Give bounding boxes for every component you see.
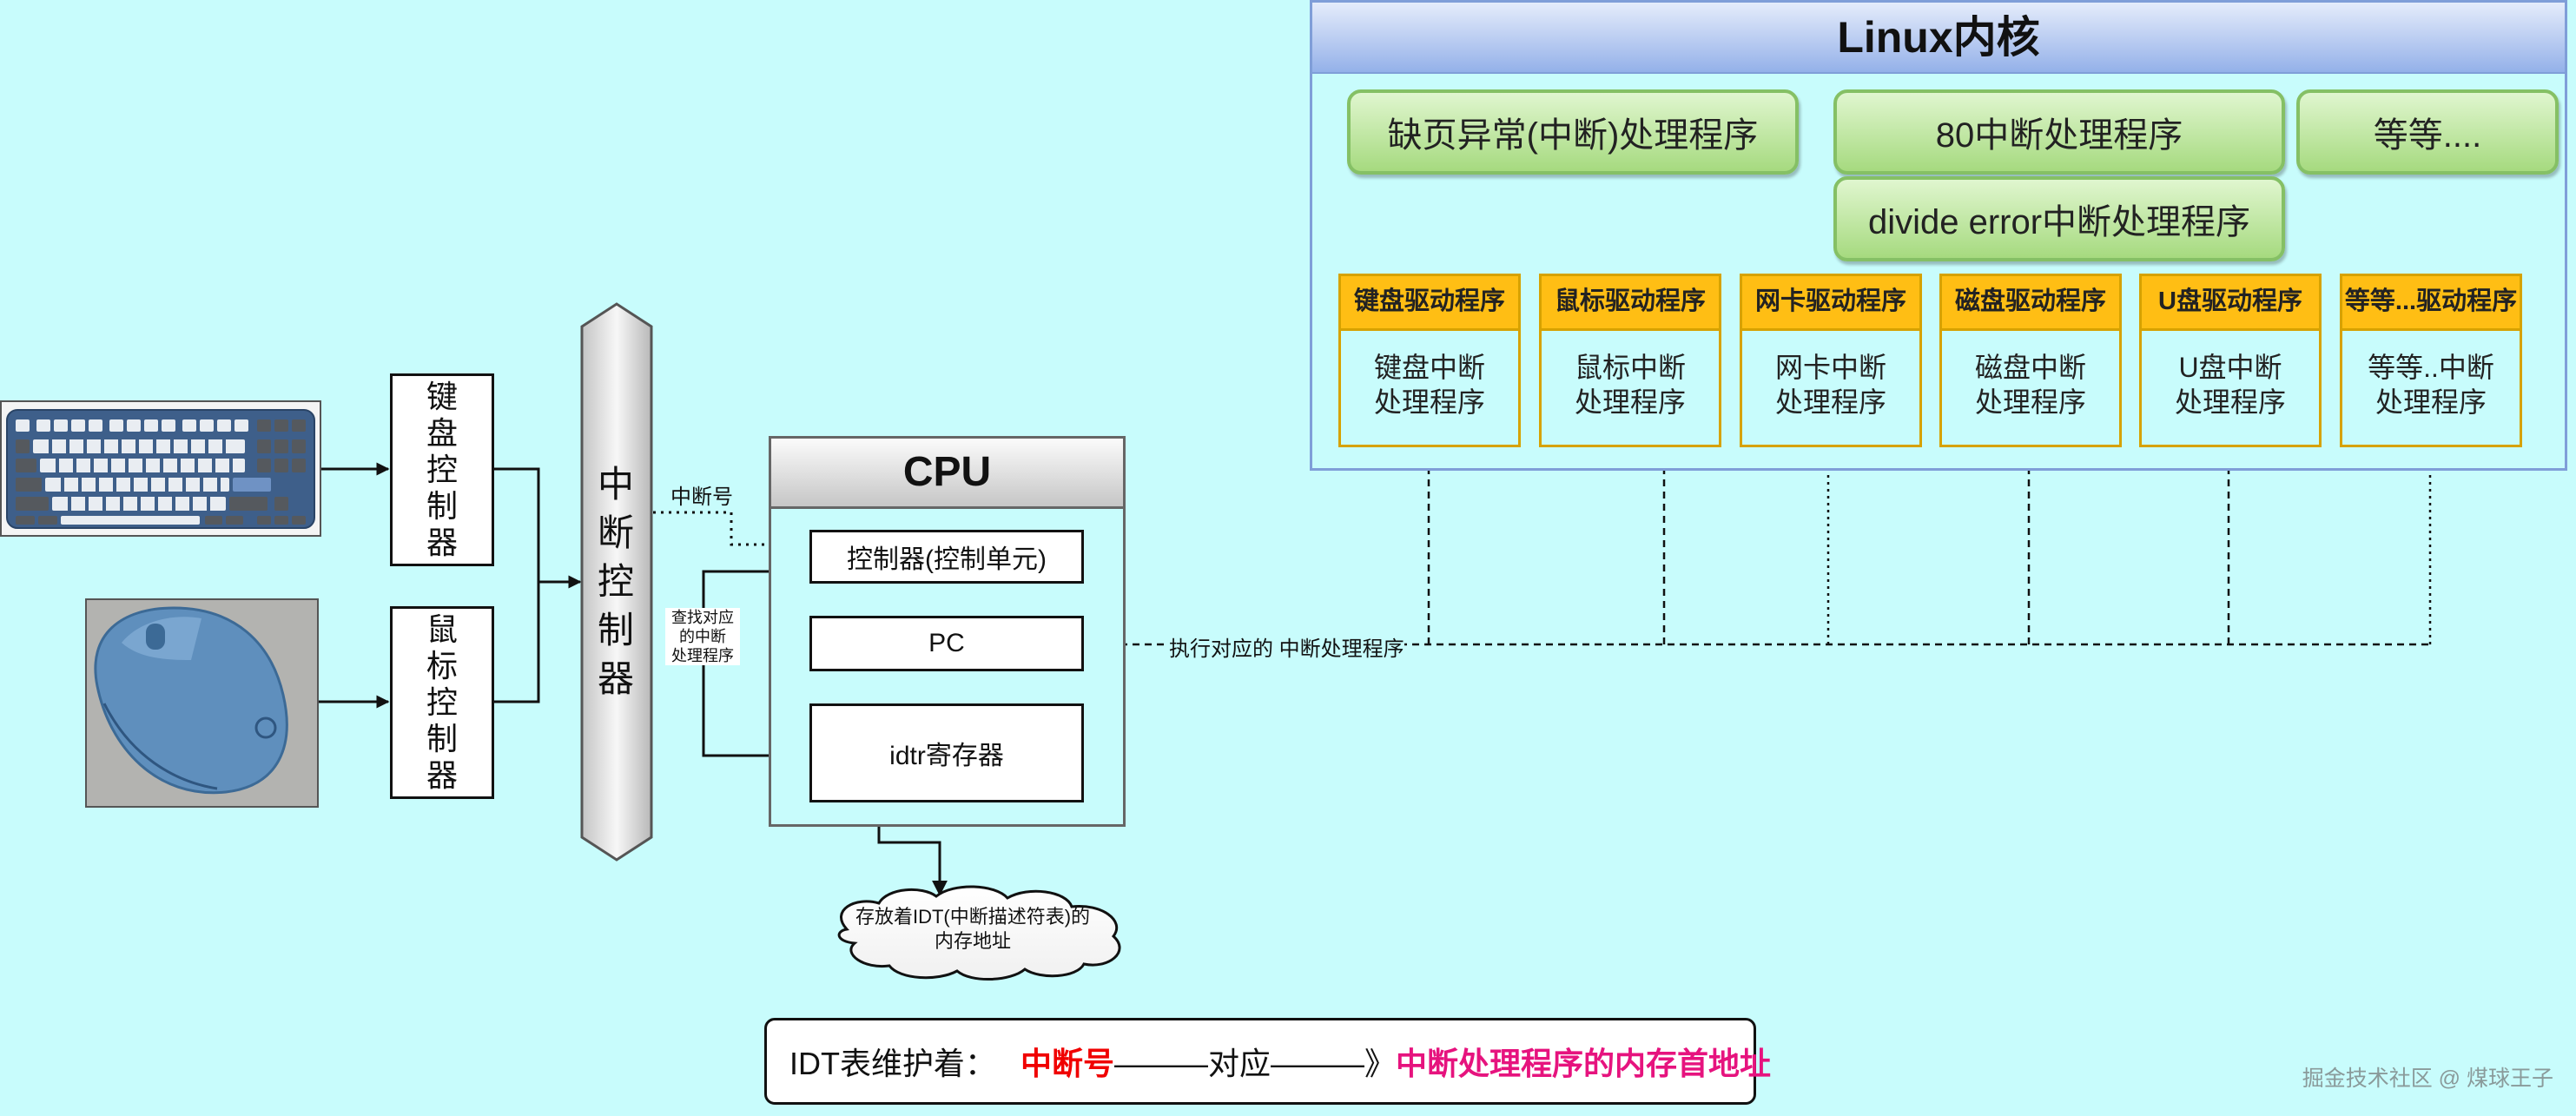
cpu-title: CPU xyxy=(771,439,1123,509)
etc-driver[interactable]: 等等...驱动程序 等等..中断 处理程序 xyxy=(2340,274,2522,447)
find-handler-line-3: 处理程序 xyxy=(671,647,734,664)
interrupt-number-label: 中断号 xyxy=(670,479,733,510)
find-handler-line-2: 的中断 xyxy=(679,628,726,645)
keyboard-controller-char: 控 xyxy=(426,452,458,487)
driver-handler-line-2: 处理程序 xyxy=(2375,386,2487,418)
driver-handler: 网卡中断 处理程序 xyxy=(1742,331,1919,419)
control-unit[interactable]: 控制器(控制单元) xyxy=(809,530,1084,584)
driver-handler-line-2: 处理程序 xyxy=(1974,386,2086,418)
keyboard-controller-char: 制 xyxy=(426,488,458,524)
idt-prefix: IDT表维护着： xyxy=(789,1046,996,1081)
interrupt-controller-char: 中 xyxy=(597,464,634,505)
interrupt-controller-label: 中 断 控 制 器 xyxy=(584,304,648,860)
execute-handler-label: 执行对应的 中断处理程序 xyxy=(1169,631,1404,662)
interrupt-controller-char: 控 xyxy=(597,561,634,602)
idt-handler-address: 中断处理程序的内存首地址 xyxy=(1396,1046,1772,1081)
divide-error-handler[interactable]: divide error中断处理程序 xyxy=(1833,176,2285,261)
interrupt-controller-char: 制 xyxy=(597,610,634,650)
idt-arrow-text: ———对应———》 xyxy=(1114,1046,1397,1081)
find-handler-note: 查找对应 的中断 处理程序 xyxy=(665,608,740,665)
cloud-line-2: 内存地址 xyxy=(934,930,1011,952)
interrupt-controller-char: 断 xyxy=(597,512,634,553)
driver-name: 鼠标驱动程序 xyxy=(1542,276,1719,331)
driver-name: 磁盘驱动程序 xyxy=(1942,276,2119,331)
mouse-photo-frame xyxy=(85,598,319,808)
driver-handler-line-1: U盘中断 xyxy=(2178,352,2282,383)
driver-handler: 磁盘中断 处理程序 xyxy=(1942,331,2119,419)
driver-handler-line-2: 处理程序 xyxy=(2174,386,2286,418)
driver-handler-line-2: 处理程序 xyxy=(1774,386,1886,418)
int80-handler[interactable]: 80中断处理程序 xyxy=(1833,89,2285,175)
keyboard-controller-char: 盘 xyxy=(426,415,458,451)
keyboard-photo-frame xyxy=(0,400,321,537)
etc-handler[interactable]: 等等.... xyxy=(2296,89,2559,175)
driver-handler-line-1: 网卡中断 xyxy=(1774,352,1886,383)
driver-name: 键盘驱动程序 xyxy=(1341,276,1518,331)
keyboard-driver[interactable]: 键盘驱动程序 键盘中断 处理程序 xyxy=(1338,274,1521,447)
mouse-driver[interactable]: 鼠标驱动程序 鼠标中断 处理程序 xyxy=(1539,274,1721,447)
pc-register[interactable]: PC xyxy=(809,616,1084,671)
mouse-controller-char: 控 xyxy=(426,684,458,720)
mouse-controller-char: 标 xyxy=(426,648,458,683)
driver-handler-line-1: 等等..中断 xyxy=(2368,352,2494,383)
keyboard-ctl-to-int-wire xyxy=(494,467,540,582)
driver-handler: 鼠标中断 处理程序 xyxy=(1542,331,1719,419)
usb-driver[interactable]: U盘驱动程序 U盘中断 处理程序 xyxy=(2139,274,2322,447)
mouse-controller[interactable]: 鼠 标 控 制 器 xyxy=(390,606,494,799)
idt-interrupt-number: 中断号 xyxy=(1020,1046,1115,1081)
keyboard-controller-char: 键 xyxy=(426,379,458,414)
cloud-line-1: 存放着IDT(中断描述符表)的 xyxy=(855,906,1091,928)
driver-name: 等等...驱动程序 xyxy=(2342,276,2520,331)
keyboard-controller[interactable]: 键 盘 控 制 器 xyxy=(390,373,494,566)
driver-handler: U盘中断 处理程序 xyxy=(2142,331,2319,419)
execute-handler-lines xyxy=(1084,447,2436,646)
driver-handler-line-1: 鼠标中断 xyxy=(1574,352,1686,383)
idt-address-cloud-text: 存放着IDT(中断描述符表)的 内存地址 xyxy=(842,905,1103,954)
driver-name: 网卡驱动程序 xyxy=(1742,276,1919,331)
idt-summary-box: IDT表维护着： 中断号 ———对应———》 中断处理程序的内存首地址 xyxy=(764,1018,1771,1105)
watermark: 掘金技术社区 @ 煤球王子 xyxy=(2302,1066,2553,1091)
driver-handler: 等等..中断 处理程序 xyxy=(2342,331,2520,419)
mouse-controller-char: 制 xyxy=(426,721,458,756)
page-fault-handler[interactable]: 缺页异常(中断)处理程序 xyxy=(1347,89,1799,175)
find-handler-line-1: 查找对应 xyxy=(671,609,734,626)
driver-handler-line-1: 磁盘中断 xyxy=(1974,352,2086,383)
kernel-title: Linux内核 xyxy=(1312,3,2565,74)
keyboard-controller-char: 器 xyxy=(426,525,458,560)
driver-handler-line-1: 键盘中断 xyxy=(1373,352,1485,383)
mouse-controller-char: 鼠 xyxy=(426,611,458,647)
driver-handler-line-2: 处理程序 xyxy=(1574,386,1686,418)
driver-handler: 键盘中断 处理程序 xyxy=(1341,331,1518,419)
linux-kernel-panel: Linux内核 缺页异常(中断)处理程序 80中断处理程序 等等.... div… xyxy=(1310,0,2567,471)
nic-driver[interactable]: 网卡驱动程序 网卡中断 处理程序 xyxy=(1740,274,1922,447)
disk-driver[interactable]: 磁盘驱动程序 磁盘中断 处理程序 xyxy=(1939,274,2122,447)
mouse-controller-char: 器 xyxy=(426,757,458,793)
mouse-ctl-to-int-wire xyxy=(494,582,540,703)
driver-name: U盘驱动程序 xyxy=(2142,276,2319,331)
driver-handler-line-2: 处理程序 xyxy=(1373,386,1485,418)
interrupt-controller-char: 器 xyxy=(597,658,634,699)
idtr-register[interactable]: idtr寄存器 xyxy=(809,703,1084,802)
